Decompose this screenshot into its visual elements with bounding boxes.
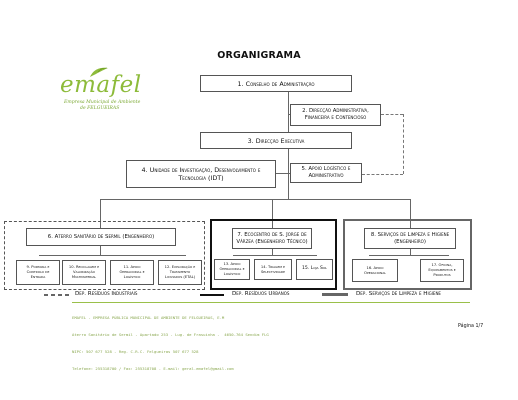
- connector-to-8: [410, 199, 411, 228]
- box-conselho-administracao: 1. Conselho de Administração: [200, 75, 352, 92]
- box-apoio-operacional-16: 16. Apoio Operacional: [352, 259, 398, 282]
- dotted-connector-top: [381, 114, 403, 115]
- footer-contacts: Telefone: 255318700 / Fax: 255318708 - E…: [72, 366, 234, 372]
- sub-connector-6-h: [39, 255, 186, 256]
- connector-to-5: [288, 173, 290, 174]
- sub-connector-7-h: [233, 255, 317, 256]
- legend-limpeza-higiene: Dep. Serviços de Limpeza e Higiene: [356, 291, 441, 297]
- box-direccao-executiva: 3. Direcção Executiva: [200, 132, 352, 149]
- page-number: Página 1/7: [458, 324, 484, 329]
- connector-horizontal-depts: [100, 199, 410, 200]
- legend-residuos-urbanos: Dep. Resíduos Urbanos: [232, 291, 290, 297]
- emafel-logo: emafel Empresa Municipal de Ambiente de …: [52, 66, 144, 116]
- box-direccao-administrativa: 2. Direcção Administrativa, Financeira e…: [290, 104, 381, 126]
- legend-residuos-industriais: Dep. Resíduos Industriais: [75, 291, 138, 297]
- footer-rule: [72, 302, 470, 303]
- sub-connector-8: [410, 249, 411, 255]
- sub-connector-6: [100, 246, 101, 255]
- connector-to-4: [276, 173, 288, 174]
- footer-nipc: NIPC: 507 677 528 - Reg. C.R.C. Felgueir…: [72, 349, 199, 355]
- connector-to-7: [272, 199, 273, 228]
- box-servicos-limpeza: 8. Serviços de Limpeza e Higiene (Engenh…: [364, 228, 456, 249]
- legend-grey-line: [322, 293, 348, 296]
- logo-subtitle-1: Empresa Municipal de Ambiente: [64, 100, 141, 105]
- legend-solid-line: [200, 294, 224, 296]
- box-aterro-sanitario: 6. Aterro Sanitário de Sermil (Engenheir…: [26, 228, 176, 246]
- box-portaria: 9. Portaria e Controlo de Entrada: [16, 260, 60, 285]
- footer-address: Aterro Sanitário de Sermil - Apartado 25…: [72, 332, 269, 338]
- footer-company: EMAFEL - EMPRESA PÚBLICA MUNICIPAL DE AM…: [72, 315, 225, 321]
- group-limpeza-higiene: [343, 219, 472, 290]
- dotted-connector-bottom: [362, 174, 403, 175]
- group-residuos-industriais: [4, 221, 205, 290]
- box-reciclagem: 10. Reciclagem e Valorização Multimateri…: [62, 260, 106, 285]
- box-apoio-logistico: 5. Apoio Logístico e Administrativo: [290, 163, 362, 183]
- leaf-icon: [90, 67, 108, 77]
- connector-3-down: [288, 149, 289, 199]
- sub-connector-8-h: [369, 255, 449, 256]
- sub-connector-7: [272, 249, 273, 255]
- box-exploracao-etal: 12. Exploração e Tratamento Lixiviados (…: [158, 260, 202, 285]
- box-ecocentro: 7. Ecocentro de S. Jorge de Várzea (Enge…: [232, 228, 312, 249]
- connector-1-3: [288, 92, 289, 132]
- connector-to-6: [100, 199, 101, 228]
- box-loja-sol: 15. Loja Sol: [296, 259, 333, 280]
- page-title: ORGANIGRAMA: [217, 50, 301, 61]
- legend-dashed-line: [44, 294, 70, 296]
- dotted-connector-right: [403, 114, 404, 174]
- box-apoio-operacional-13: 13. Apoio Operacional e Logístico: [214, 259, 250, 280]
- box-apoio-operacional-11: 11. Apoio Operacional e Logístico: [110, 260, 154, 285]
- footer-block: EMAFEL - EMPRESA PÚBLICA MUNICIPAL DE AM…: [72, 304, 269, 378]
- connector-to-2: [288, 114, 290, 115]
- box-triagem: 14. Triagem e Selectividade: [254, 259, 292, 280]
- group-residuos-urbanos: [210, 219, 337, 290]
- logo-wordmark: emafel: [60, 72, 142, 98]
- box-unidade-idt: 4. Unidade de Investigação, Desenvolvime…: [126, 160, 276, 188]
- box-oficina: 17. Oficina, Equipamentos e Produtos: [420, 259, 464, 282]
- logo-subtitle-2: de FELGUEIRAS: [80, 106, 120, 111]
